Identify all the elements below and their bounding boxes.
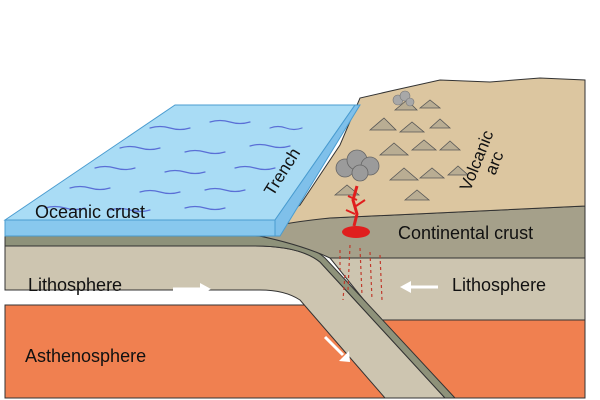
label-continental-crust: Continental crust xyxy=(398,223,533,243)
smoke-cloud-icon xyxy=(335,149,380,182)
ocean-front-face xyxy=(4,219,276,237)
ocean-side-face xyxy=(274,104,361,237)
wave-lines xyxy=(44,119,303,213)
arrow-icon xyxy=(173,283,211,295)
label-asthenosphere: Asthenosphere xyxy=(25,346,146,366)
magma-chamber-icon xyxy=(342,185,370,238)
right-plate-arrow-icon xyxy=(400,281,438,293)
label-lithosphere-left: Lithosphere xyxy=(28,275,122,295)
slab-arrow-icon xyxy=(323,335,350,362)
label-oceanic-crust: Oceanic crust xyxy=(35,202,145,222)
small-smoke-cloud-icon xyxy=(392,90,415,107)
mountain-ridges xyxy=(333,99,470,201)
melt-dashes xyxy=(339,244,383,301)
label-lithosphere-right: Lithosphere xyxy=(452,275,546,295)
